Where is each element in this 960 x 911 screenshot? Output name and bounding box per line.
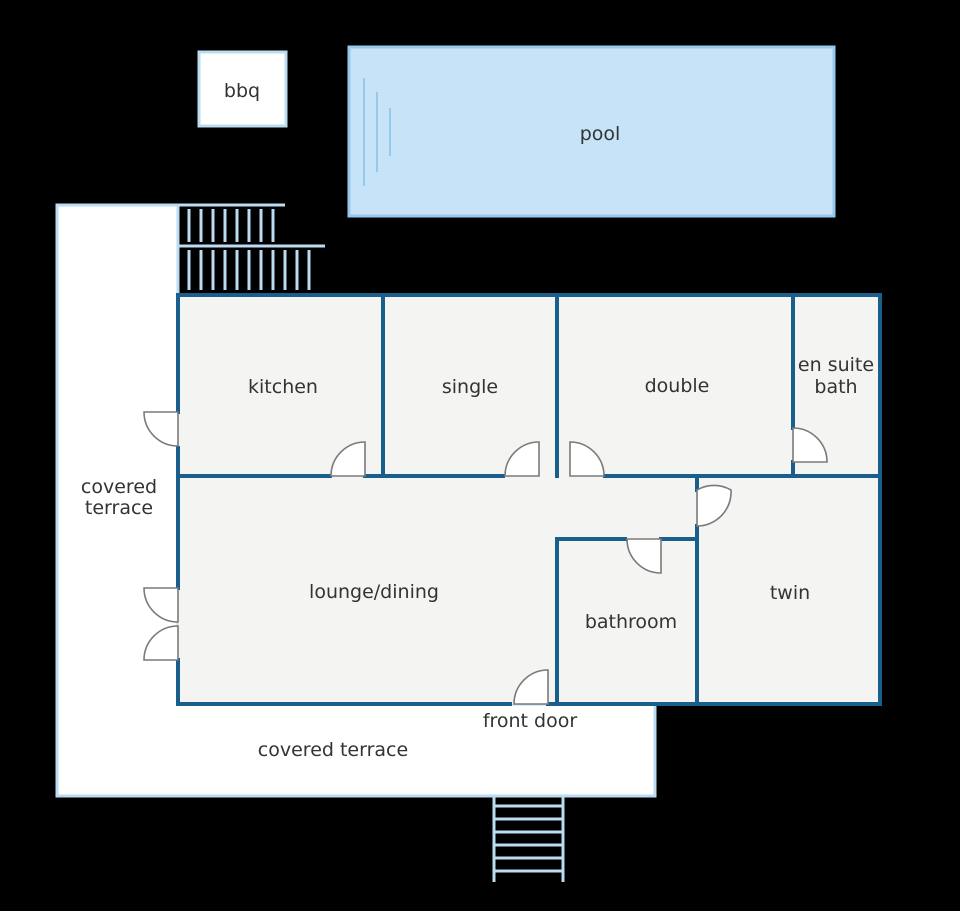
en-suite-label-line1: en suite bbox=[798, 354, 874, 376]
bbq-box bbox=[197, 50, 288, 128]
kitchen-terrace-door bbox=[143, 411, 179, 447]
double-label: double bbox=[645, 375, 710, 397]
lounge-dining-label: lounge/dining bbox=[309, 581, 439, 603]
covered-terrace-side-label-line1: covered bbox=[81, 476, 157, 498]
single-door bbox=[504, 441, 540, 477]
twin-label: twin bbox=[770, 582, 810, 604]
front-stairs bbox=[492, 796, 565, 882]
bathroom-door bbox=[626, 538, 662, 574]
en-suite-label-line2: bath bbox=[814, 376, 857, 398]
double-door bbox=[569, 441, 605, 477]
en-suite-door bbox=[792, 427, 828, 463]
bbq-label: bbq bbox=[224, 80, 260, 102]
kitchen-door bbox=[330, 441, 366, 477]
walls bbox=[176, 293, 882, 706]
covered-terrace-side-label-line2: terrace bbox=[85, 497, 153, 519]
pool-label: pool bbox=[580, 123, 621, 145]
doors bbox=[143, 411, 828, 705]
covered-terrace-bottom-label: covered terrace bbox=[258, 739, 408, 761]
lounge-terrace-door-top bbox=[143, 587, 179, 623]
bathroom-label: bathroom bbox=[585, 611, 677, 633]
single-label: single bbox=[442, 376, 498, 398]
front-door-label: front door bbox=[483, 710, 578, 732]
back-stairs bbox=[178, 203, 325, 290]
kitchen-label: kitchen bbox=[248, 376, 318, 398]
lounge-terrace-door-bottom bbox=[143, 625, 179, 661]
twin-door bbox=[696, 484, 732, 527]
pool bbox=[347, 45, 836, 218]
house-interior bbox=[178, 295, 880, 704]
front-door-swing bbox=[513, 669, 549, 705]
